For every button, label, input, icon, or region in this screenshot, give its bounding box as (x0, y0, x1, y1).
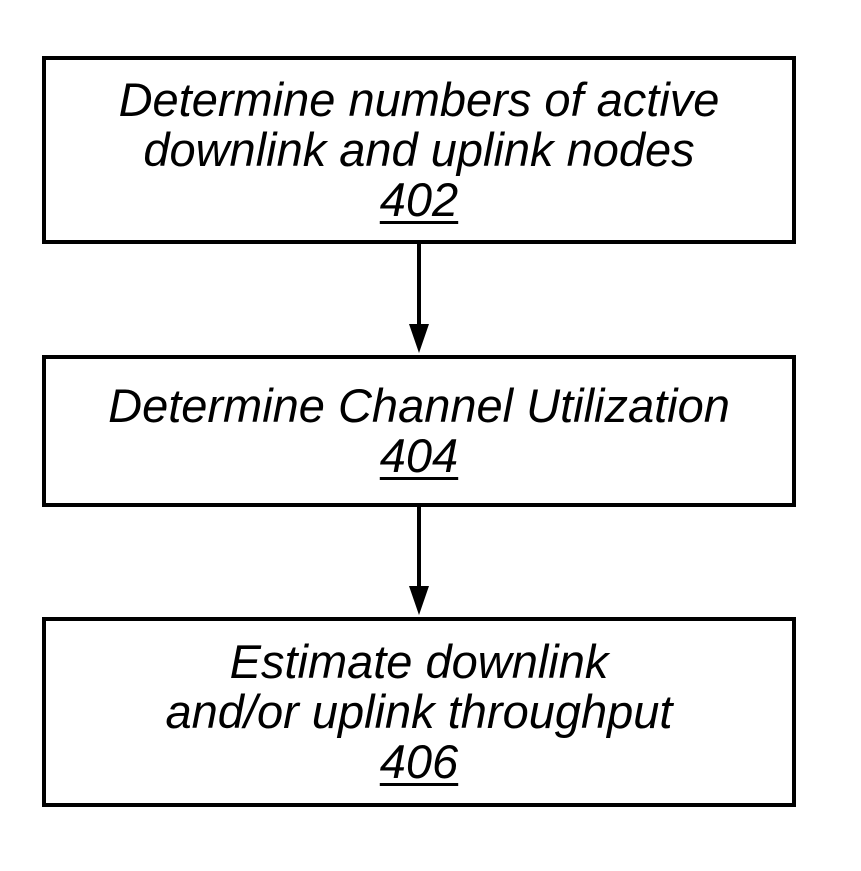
step-406-reference-number: 406 (380, 737, 458, 787)
arrow-402-to-404 (409, 244, 429, 353)
step-402-text-line-2: downlink and uplink nodes (143, 125, 694, 175)
arrow-head-1 (409, 324, 429, 353)
arrow-404-to-406 (409, 507, 429, 615)
step-402-reference-number: 402 (380, 175, 458, 225)
step-406-text-line-2: and/or uplink throughput (166, 687, 673, 737)
arrow-head-2 (409, 586, 429, 615)
step-402-text-line-1: Determine numbers of active (119, 75, 720, 125)
step-box-402: Determine numbers of active downlink and… (42, 56, 796, 244)
step-box-404: Determine Channel Utilization 404 (42, 355, 796, 507)
step-box-406: Estimate downlink and/or uplink throughp… (42, 617, 796, 807)
step-404-text-line-1: Determine Channel Utilization (108, 381, 730, 431)
step-404-reference-number: 404 (380, 431, 458, 481)
step-406-text-line-1: Estimate downlink (230, 637, 609, 687)
